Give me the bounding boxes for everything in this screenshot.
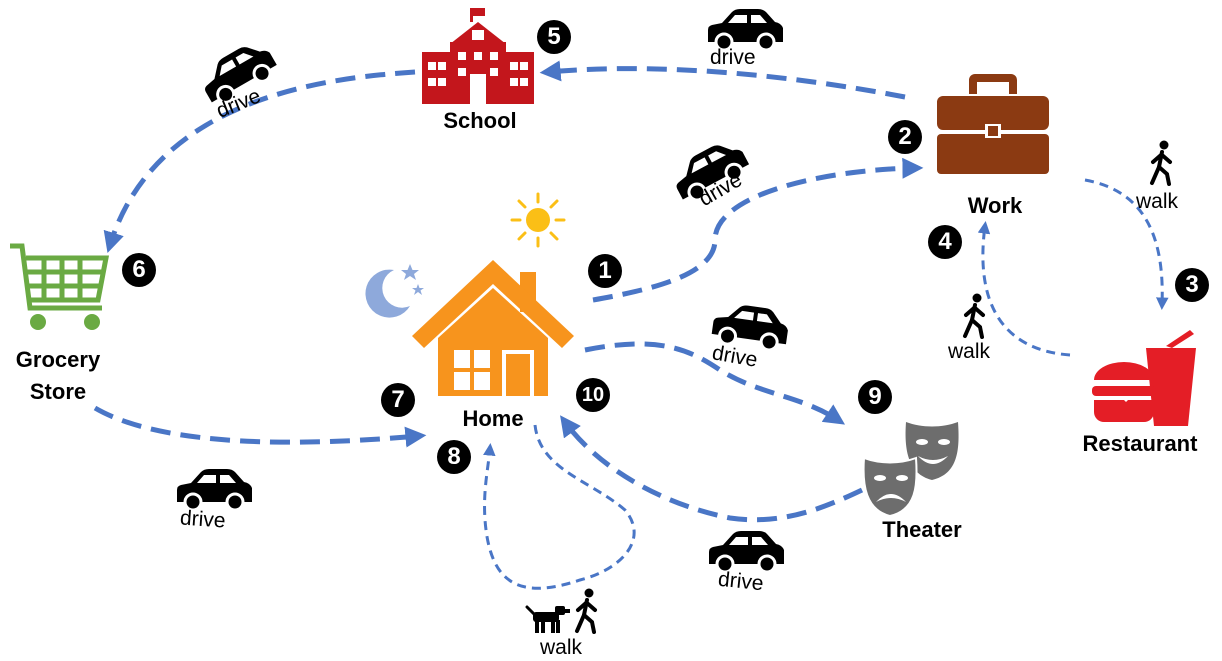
walking-person-icon [1150,140,1172,186]
mode-label-drive: drive [179,506,227,533]
step-badge-5: 5 [537,20,571,54]
place-label-home: Home [462,406,524,431]
car-icon [709,531,784,574]
step-badge-2: 2 [888,120,922,154]
place-label-restaurant: Restaurant [1082,431,1198,456]
car-icon [711,305,788,352]
fast-food-icon [1092,330,1196,426]
car-icon [676,145,750,202]
step-badge-4: 4 [928,225,962,259]
route-home-to-work [592,157,924,303]
mode-label-walk: walk [540,636,583,659]
route-dog-walk-loop [483,424,636,590]
car-icon [177,469,252,512]
step-badge-3: 3 [1175,268,1209,302]
step-badge-10: 10 [576,378,610,412]
step-badge-9: 9 [858,380,892,414]
shopping-cart-icon [10,243,110,330]
theater-masks-icon [862,422,959,516]
moon-stars-icon [365,264,424,318]
car-icon [205,47,277,104]
route-theater-to-home [560,415,864,523]
mode-label-drive: drive [710,46,756,69]
briefcase-icon [937,74,1049,174]
step-badge-1: 1 [588,254,622,288]
place-label-work: Work [967,193,1023,218]
route-work-to-restaurant [1084,178,1169,311]
place-label-grocery: Grocery Store [15,347,101,404]
place-label-school: School [443,108,517,133]
route-school-to-grocery [103,69,416,254]
place-label-theater: Theater [882,517,962,542]
route-work-to-school [539,60,906,100]
walking-person-icon [575,588,597,634]
dog-icon [525,605,570,633]
step-badge-8: 8 [437,440,471,474]
mode-label-drive: drive [716,567,765,596]
house-icon [412,260,574,396]
school-building-icon [422,8,534,104]
route-restaurant-to-work [977,221,1071,357]
walking-person-icon [963,293,985,339]
route-home-to-theater [584,341,846,425]
sun-icon [510,192,566,248]
step-badge-7: 7 [381,383,415,417]
mode-label-walk: walk [948,340,991,363]
mode-label-walk: walk [1136,190,1179,213]
car-icon [708,9,783,52]
step-badge-6: 6 [122,253,156,287]
route-grocery-to-home [93,405,427,448]
